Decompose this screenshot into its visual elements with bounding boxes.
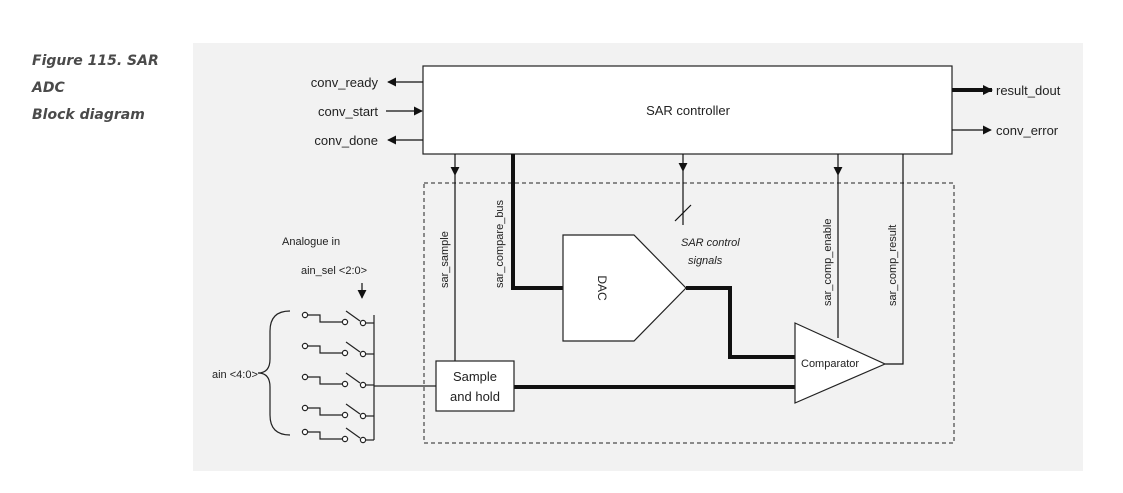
dac-block	[562, 234, 687, 342]
analogue-region-dashed	[423, 182, 955, 444]
comparator-label: Comparator	[801, 358, 859, 370]
figure-caption: Figure 115. SAR ADC Block diagram	[32, 48, 182, 129]
conv-ready-label: conv_ready	[311, 75, 379, 90]
conv-start-label: conv_start	[318, 104, 378, 119]
caption-line-2: Block diagram	[32, 107, 145, 123]
mux-switch-4	[301, 403, 367, 420]
sample-hold-label-2: and hold	[450, 389, 500, 404]
ain-sel-label: ain_sel <2:0>	[301, 265, 367, 277]
sar-control-label-2: signals	[688, 255, 723, 267]
mux-switch-3	[301, 372, 367, 389]
sar-control-label-1: SAR control	[681, 237, 740, 249]
dac-output-line	[686, 286, 795, 359]
sar-sample-label: sar_sample	[439, 231, 451, 288]
mux-switch-1	[301, 310, 367, 327]
mux-switch-2	[301, 341, 367, 358]
sar-compare-bus-line	[511, 154, 563, 290]
sar-controller-label: SAR controller	[646, 103, 730, 118]
mux-switch-5	[301, 427, 367, 444]
analogue-in-label: Analogue in	[282, 236, 340, 248]
dac-label: DAC	[595, 275, 609, 301]
mux-bus-taps	[366, 322, 374, 441]
sar-comp-enable-label: sar_comp_enable	[822, 219, 834, 306]
caption-line-1: Figure 115. SAR ADC	[32, 53, 159, 96]
result-dout-label: result_dout	[996, 83, 1061, 98]
sar-control-bus-slash	[674, 204, 692, 222]
sar-comp-result-line	[885, 154, 904, 365]
conv-error-label: conv_error	[996, 123, 1059, 138]
sar-comp-result-label: sar_comp_result	[887, 225, 899, 306]
sar-controller-block	[422, 65, 953, 155]
comparator-block	[794, 322, 887, 404]
conv-done-label: conv_done	[314, 133, 378, 148]
sample-hold-label-1: Sample	[453, 369, 497, 384]
sample-hold-block	[435, 360, 515, 412]
ain-brace	[257, 310, 291, 436]
sar-compare-bus-label: sar_compare_bus	[494, 199, 506, 288]
ain-bus-label: ain <4:0>	[212, 369, 258, 381]
